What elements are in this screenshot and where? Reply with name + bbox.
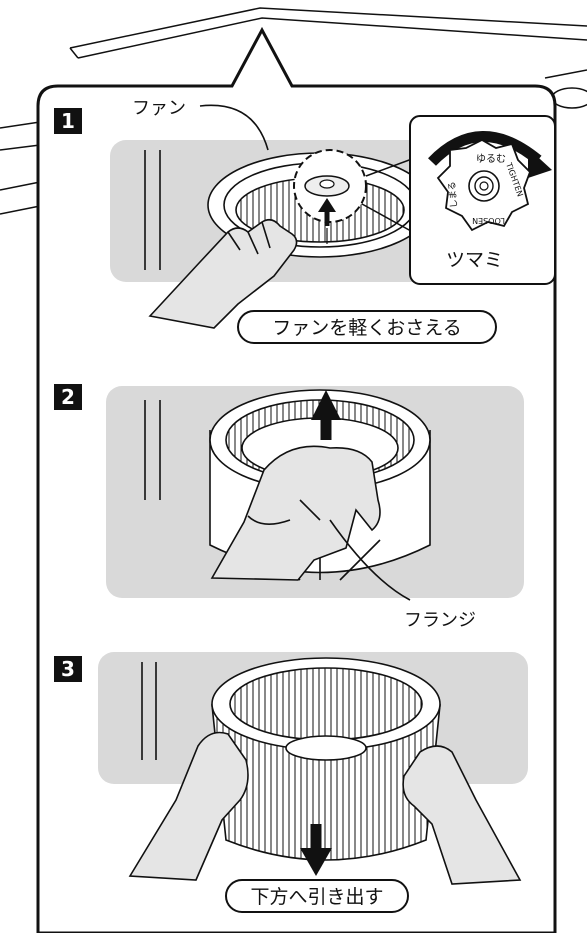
step-3-action-text: 下方へ引き出す [250, 886, 383, 908]
step-1-number: 1 [61, 109, 75, 133]
step-1-action-text: ファンを軽くおさえる [272, 317, 461, 339]
step-2: 2 フランジ [54, 384, 524, 631]
knob-loosen-en: LOOSEN [472, 216, 505, 225]
knob-detail-box: ゆるむ しまる TIGHTEN LOOSEN ツマミ [410, 116, 555, 284]
step-1-action-callout: ファンを軽くおさえる [238, 311, 496, 343]
step-3-action-callout: 下方へ引き出す [226, 880, 408, 912]
knob-loosen-jp: ゆるむ [476, 153, 506, 165]
step-3-number: 3 [61, 657, 75, 681]
fan-label: ファン [132, 98, 186, 119]
step-2-number: 2 [61, 385, 75, 409]
knob-caption: ツマミ [446, 249, 503, 271]
flange-label: フランジ [404, 610, 476, 631]
